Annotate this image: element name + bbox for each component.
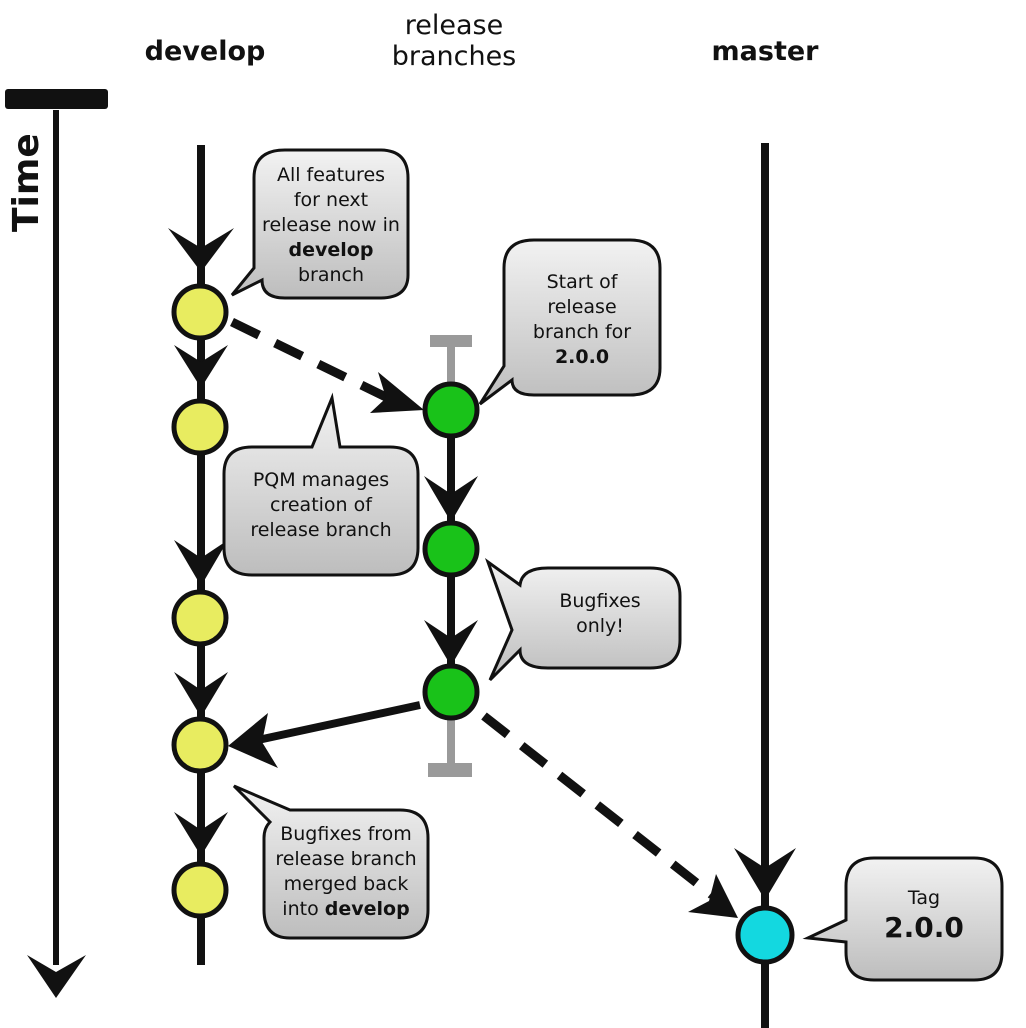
develop-arrowhead — [168, 228, 234, 272]
develop-arrowhead — [174, 672, 228, 717]
develop-commit[interactable] — [171, 283, 229, 341]
callout-pqm-text: PQM manages creation of release branch — [224, 468, 418, 543]
callout-line: into develop — [264, 897, 428, 922]
develop-commit[interactable] — [171, 398, 229, 456]
time-axis — [5, 89, 108, 998]
release-to-master-dashed-line — [481, 712, 715, 899]
callout-line: branch — [297, 264, 365, 286]
release-commit[interactable] — [422, 520, 480, 578]
callout-line: for next — [293, 189, 369, 211]
release-to-master-arrow — [481, 712, 738, 918]
callout-line: Start of — [546, 271, 618, 293]
tag-version: 2.0.0 — [884, 911, 964, 944]
callout-start-of-release — [478, 238, 662, 406]
develop-commit[interactable] — [171, 861, 229, 919]
master-heading: master — [711, 36, 819, 67]
develop-commit[interactable] — [171, 716, 229, 774]
develop-arrowhead — [174, 812, 228, 856]
merge-back-line — [257, 701, 421, 744]
release-branch-end-cap — [428, 763, 472, 777]
release-to-master-arrowhead — [688, 874, 738, 918]
time-label: Time — [6, 133, 47, 232]
callout-line: merged back — [283, 873, 409, 895]
callout-line: release — [547, 296, 617, 318]
callout-line: Bugfixes — [559, 590, 641, 612]
time-axis-top-bar — [5, 89, 108, 109]
callout-merged-text: Bugfixes from release branch merged back… — [264, 822, 428, 922]
callout-bugfixes-text: Bugfixes only! — [520, 589, 680, 639]
develop-arrowhead — [174, 345, 228, 388]
callout-line: develop — [254, 238, 408, 263]
into-text: into — [282, 898, 319, 920]
release-arrows — [424, 476, 478, 666]
callout-line: PQM manages — [252, 469, 390, 491]
callout-start-text: Start of release branch for 2.0.0 — [504, 270, 660, 370]
callout-tag — [802, 856, 1004, 982]
time-axis-arrowhead — [27, 955, 86, 998]
develop-arrowhead — [174, 540, 228, 586]
callout-line: creation of — [270, 494, 372, 516]
develop-emphasis: develop — [288, 239, 374, 261]
release-heading-line2: branches — [391, 41, 517, 72]
release-arrowhead — [424, 476, 478, 522]
callout-features-text: All features for next release now in dev… — [254, 163, 408, 288]
develop-commit[interactable] — [171, 589, 229, 647]
tag-label: Tag — [907, 887, 941, 909]
callout-features — [230, 148, 410, 300]
callouts — [222, 148, 1004, 982]
branch-off-dashed-line — [230, 317, 394, 405]
release-arrowhead — [424, 620, 478, 666]
callout-line: release branch — [275, 848, 417, 870]
branch-off-arrow — [230, 317, 424, 413]
master-arrowhead — [734, 848, 796, 900]
develop-heading: develop — [144, 36, 266, 67]
callout-tag-text: Tag 2.0.0 — [846, 886, 1002, 945]
develop-emphasis: develop — [324, 898, 410, 920]
callout-merged-back — [232, 784, 430, 940]
callout-line: release now in — [262, 214, 400, 236]
master-commit-tag-2-0-0[interactable] — [735, 905, 795, 965]
callout-pqm — [222, 392, 420, 577]
callout-line: branch for — [532, 321, 632, 343]
callout-line: 2.0.0 — [504, 345, 660, 370]
callout-line: only! — [576, 615, 624, 637]
merge-back-arrow — [228, 701, 421, 768]
callout-line: Bugfixes from — [280, 823, 412, 845]
release-heading-line1: release — [404, 10, 504, 41]
develop-commits — [171, 283, 229, 919]
callout-line: All features — [276, 164, 386, 186]
develop-arrows — [168, 228, 234, 856]
release-commit[interactable] — [422, 381, 480, 439]
release-commits — [422, 381, 480, 721]
callout-bugfixes-only — [484, 557, 682, 682]
branch-off-arrowhead — [370, 372, 424, 413]
merge-back-arrowhead — [228, 713, 278, 768]
release-commit[interactable] — [422, 663, 480, 721]
release-branches-heading: release branches — [354, 10, 554, 72]
version-emphasis: 2.0.0 — [554, 346, 610, 368]
callout-line: release branch — [250, 519, 392, 541]
